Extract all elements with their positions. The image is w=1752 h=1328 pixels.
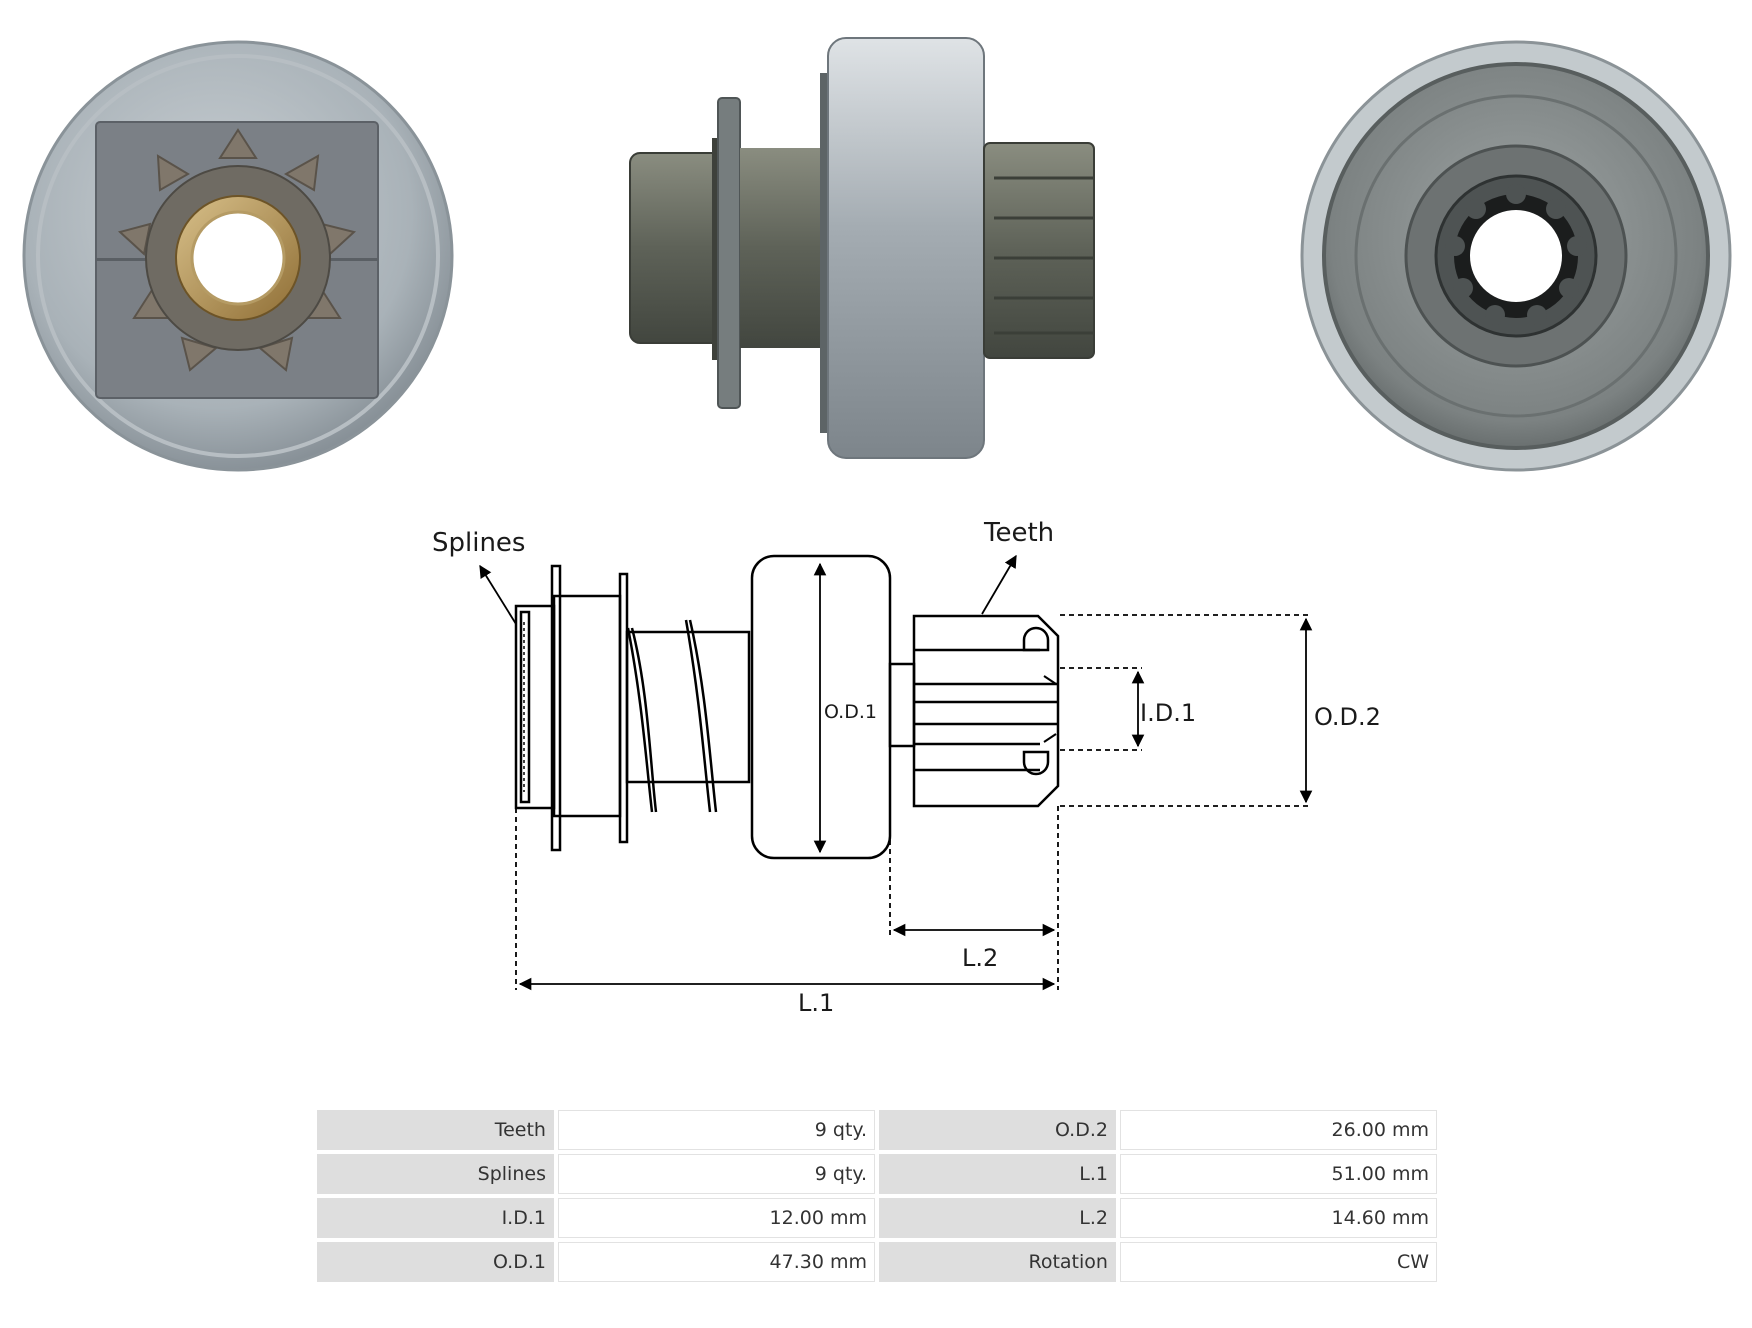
dimension-drawing: Splines Teeth O.D.1 I.D.1 O.D.2 L.2 L.1	[432, 518, 1381, 1017]
spec-value: 51.00 mm	[1119, 1154, 1437, 1194]
flange-outline	[550, 564, 562, 852]
spec-label: Teeth	[317, 1110, 554, 1150]
spec-value: 9 qty.	[557, 1110, 875, 1150]
od1-label: O.D.1	[824, 701, 877, 723]
spec-value: 47.30 mm	[557, 1242, 875, 1282]
specifications-table: Teeth 9 qty. O.D.2 26.00 mm Splines 9 qt…	[313, 1106, 1441, 1286]
spec-label: L.1	[878, 1154, 1116, 1194]
id1-label: I.D.1	[1140, 699, 1196, 727]
table-row: Teeth 9 qty. O.D.2 26.00 mm	[317, 1110, 1437, 1150]
spec-label: O.D.1	[317, 1242, 554, 1282]
od2-label: O.D.2	[1314, 703, 1381, 731]
spec-value: 14.60 mm	[1119, 1198, 1437, 1238]
table-row: O.D.1 47.30 mm Rotation CW	[317, 1242, 1437, 1282]
spec-label: L.2	[878, 1198, 1116, 1238]
rear-view-photo	[1300, 40, 1732, 472]
splines-label: Splines	[432, 528, 525, 558]
spec-value: 9 qty.	[557, 1154, 875, 1194]
pinion-outline	[912, 614, 1060, 808]
teeth-label: Teeth	[983, 518, 1054, 548]
side-view-photo	[629, 37, 1095, 459]
spec-label: Rotation	[878, 1242, 1116, 1282]
spec-label: I.D.1	[317, 1198, 554, 1238]
spec-value: 26.00 mm	[1119, 1110, 1437, 1150]
table-row: I.D.1 12.00 mm L.2 14.60 mm	[317, 1198, 1437, 1238]
l2-label: L.2	[962, 944, 998, 972]
spec-label: Splines	[317, 1154, 554, 1194]
spec-label: O.D.2	[878, 1110, 1116, 1150]
l1-label: L.1	[798, 989, 834, 1017]
table-row: Splines 9 qty. L.1 51.00 mm	[317, 1154, 1437, 1194]
spec-value: CW	[1119, 1242, 1437, 1282]
front-view-photo	[22, 40, 454, 472]
spec-value: 12.00 mm	[557, 1198, 875, 1238]
